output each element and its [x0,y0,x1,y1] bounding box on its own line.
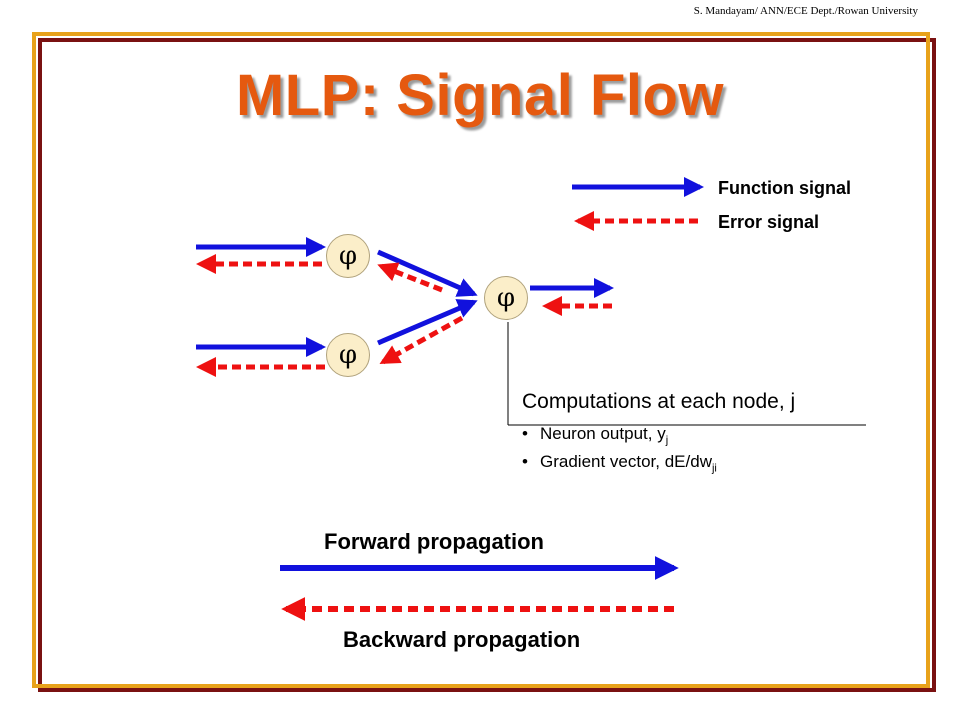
computation-item-neuron-output: • Neuron output, yj [522,424,668,446]
frame-outer-border [32,32,930,688]
forward-propagation-label: Forward propagation [324,529,544,554]
computations-heading: Computations at each node, j [522,390,796,413]
backward-propagation-label: Backward propagation [343,627,581,652]
connection-function-bottom [377,299,478,346]
connection-error-top [377,262,443,293]
computation-item-subscript: j [665,434,669,447]
connection-function-top [376,249,478,297]
bullet-dot: • [522,424,528,443]
slide-title: MLP: Signal Flow [235,63,725,128]
computation-item-text: Gradient vector, dE/dw [540,452,712,471]
hidden-node-top: φ [326,234,370,278]
legend-error-label: Error signal [718,212,820,232]
phi-symbol: φ [338,340,358,370]
phi-symbol: φ [496,283,516,313]
legend-function-label: Function signal [718,178,851,198]
hidden-node-bottom: φ [326,333,370,377]
bullet-dot: • [522,452,528,471]
phi-symbol: φ [338,241,358,271]
slide-credit: S. Mandayam/ ANN/ECE Dept./Rowan Univers… [693,5,918,17]
computation-item-subscript: ji [711,462,717,475]
computation-item-gradient: • Gradient vector, dE/dwji [522,452,717,474]
computation-item-text: Neuron output, y [540,424,666,443]
connection-error-bottom [379,315,464,365]
frame-inner-border [38,38,936,692]
output-node: φ [484,276,528,320]
